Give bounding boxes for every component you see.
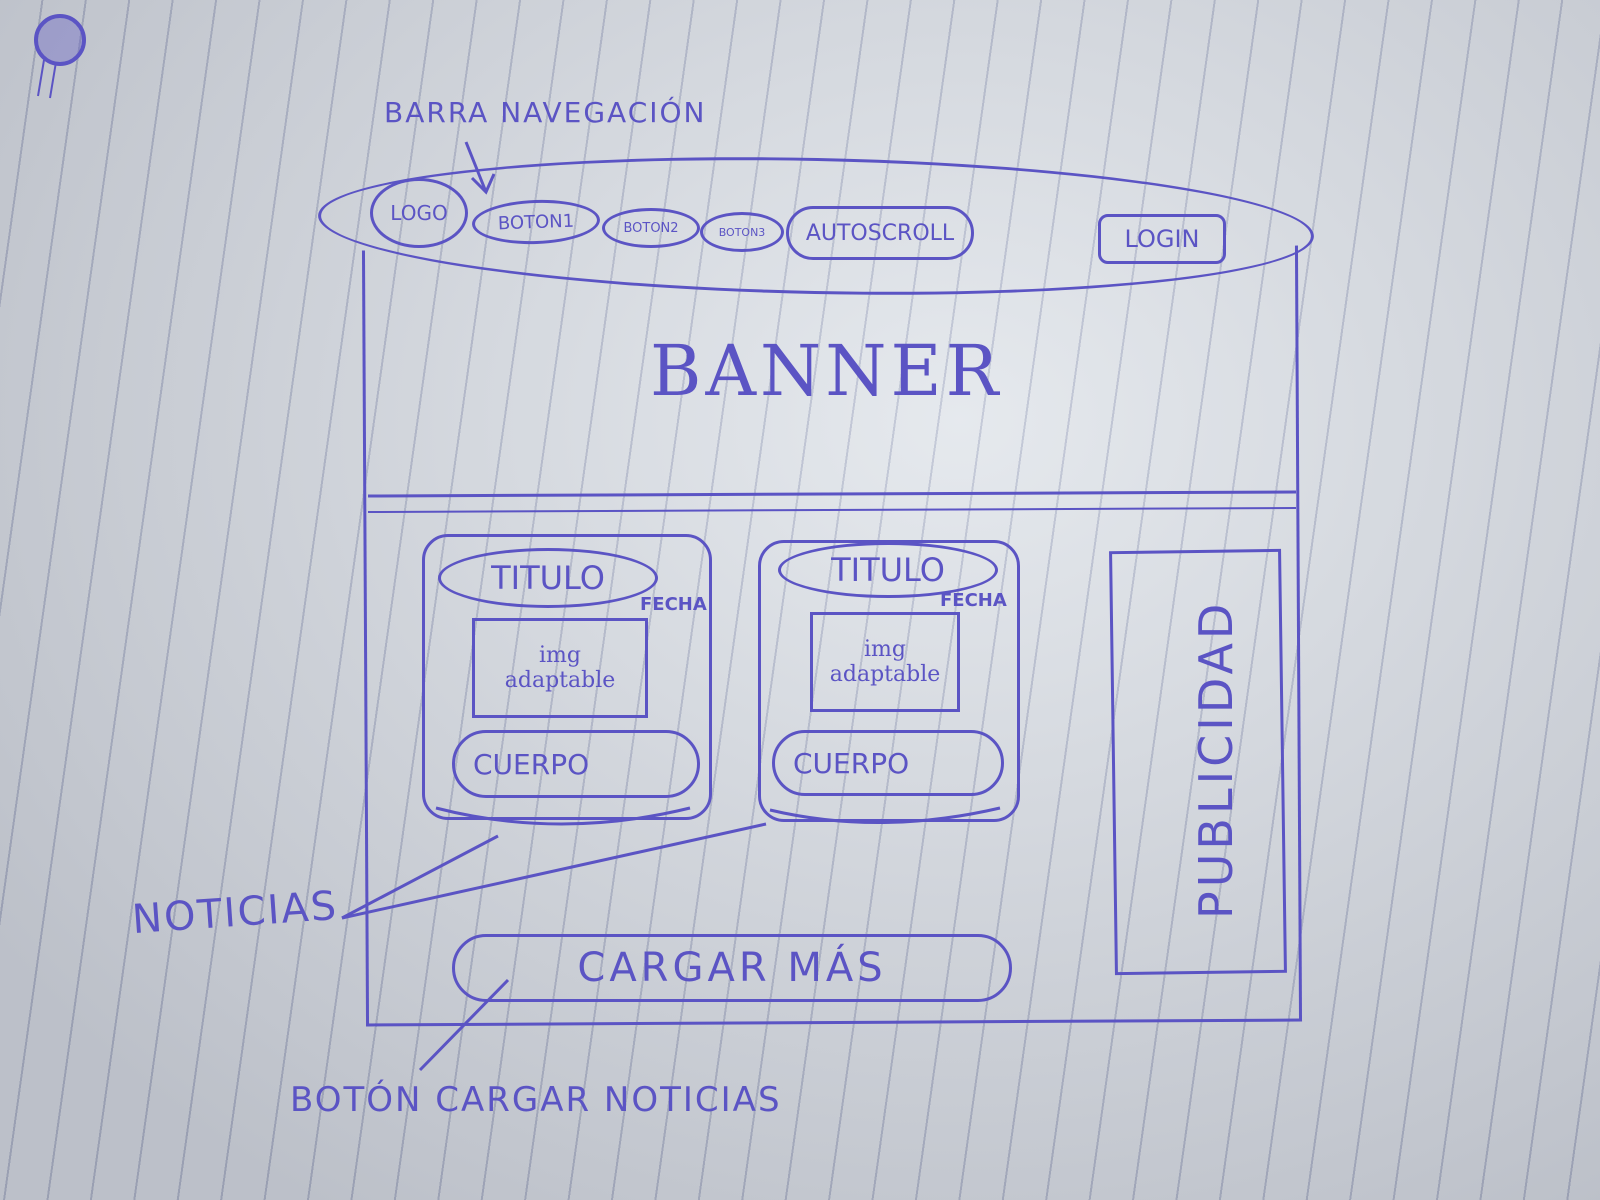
nav-button-2[interactable]: BOTON2 <box>602 208 700 248</box>
ad-label: PUBLICIDAD <box>1189 599 1243 919</box>
news-card-image: img adaptable <box>810 612 960 712</box>
news-card-title: TITULO <box>778 542 998 598</box>
news-card[interactable] <box>422 534 712 820</box>
annotation-navbar-label: BARRA NAVEGACIÓN <box>384 96 707 129</box>
news-pointer-1 <box>341 834 499 920</box>
load-more-label: CARGAR MÁS <box>577 945 887 991</box>
nav-button-3[interactable]: BOTON3 <box>700 212 784 252</box>
card-shadow-2 <box>769 806 1001 824</box>
news-card-date: FECHA <box>940 590 1007 611</box>
autoscroll-button[interactable]: AUTOSCROLL <box>786 206 974 260</box>
news-card-image-label: img adaptable <box>829 637 941 687</box>
banner-divider-2 <box>367 507 1297 513</box>
load-more-button[interactable]: CARGAR MÁS <box>452 934 1012 1002</box>
news-card-body: CUERPO <box>772 730 1004 796</box>
news-card-image: img adaptable <box>472 618 648 718</box>
news-pointer-2 <box>341 822 767 920</box>
banner-label: BANNER <box>650 330 1003 412</box>
news-card-title: TITULO <box>438 548 658 608</box>
login-button[interactable]: LOGIN <box>1098 214 1226 264</box>
news-card-date: FECHA <box>640 594 707 615</box>
card-shadow-1 <box>435 806 691 826</box>
corner-doodle <box>34 14 86 66</box>
banner-divider <box>367 490 1297 498</box>
logo[interactable]: LOGO <box>370 178 468 248</box>
navbar-arrow <box>464 141 496 195</box>
news-card-image-label: img adaptable <box>504 643 616 693</box>
annotation-load-button-label: BOTÓN CARGAR NOTICIAS <box>290 1080 782 1120</box>
corner-doodle-tail <box>37 59 57 99</box>
news-card-body: CUERPO <box>452 730 700 798</box>
load-pointer <box>418 978 510 1072</box>
